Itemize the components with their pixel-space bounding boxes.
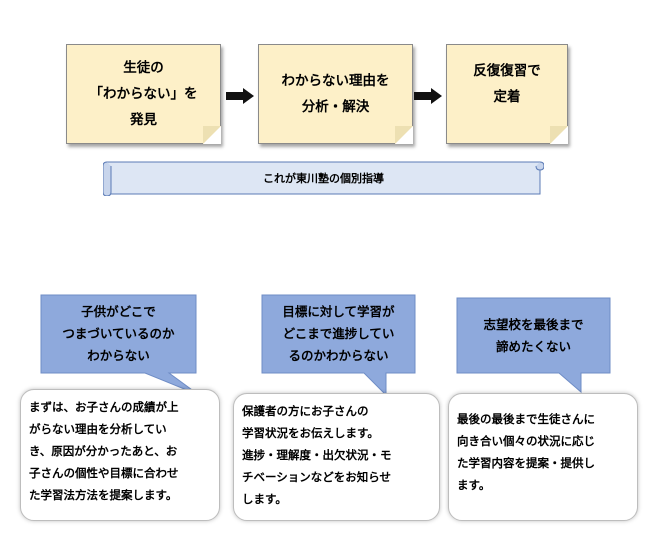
- page-fold-icon: [395, 126, 413, 144]
- flow-step-discover-line-2: 「わからない」を: [89, 86, 198, 102]
- problem-2-title-line-2: どこまで進捗してい: [282, 326, 395, 341]
- problem-callout-2: 目標に対して学習が どこまで進捗してい るのかわからない: [261, 294, 416, 397]
- flow-step-review-line-1: 反復復習で: [473, 63, 541, 79]
- problem-1-title-line-3: わからない: [87, 348, 150, 363]
- flow-step-discover-line-1: 生徒の: [123, 60, 164, 76]
- solution-2-line-1: 保護者の方にお子さんの: [242, 404, 369, 418]
- flow-step-review: 反復復習で 定着: [446, 44, 568, 144]
- callout-shape-2: [261, 294, 416, 397]
- flow-step-analyze-line-2: 分析・解決: [301, 99, 370, 115]
- page-fold-icon: [203, 126, 221, 144]
- flow-arrow-1: [226, 88, 254, 104]
- solution-1-line-4: 子さんの個性や目標に合わせ: [29, 466, 179, 480]
- flow-step-review-line-2: 定着: [493, 89, 521, 105]
- problem-1-title-line-2: つまづいているのか: [62, 326, 175, 341]
- solution-1-line-3: き、原因が分かったあと、お: [29, 444, 178, 458]
- solution-1-line-5: た学習法方法を提案します。: [29, 488, 178, 502]
- solution-card-2: 保護者の方にお子さんの 学習状況をお伝えします。 進捗・理解度・出欠状況・モ チ…: [233, 393, 440, 521]
- solution-2-line-3: 進捗・理解度・出欠状況・モ: [242, 448, 392, 462]
- flow-step-discover-line-3: 発見: [130, 112, 157, 128]
- solution-card-1: まずは、お子さんの成績が上 がらない理由を分析してい き、原因が分かったあと、お…: [20, 389, 220, 521]
- problem-2-title-line-3: るのかわからない: [288, 348, 389, 363]
- banner-scroll: これが東川塾の個別指導: [103, 160, 544, 196]
- solution-1-line-2: がらない理由を分析してい: [29, 422, 167, 436]
- solution-3-line-3: た学習内容を提案・提供し: [457, 456, 595, 470]
- solution-3-line-4: ます。: [457, 478, 491, 492]
- page-fold-icon: [550, 126, 568, 144]
- flow-step-discover: 生徒の 「わからない」を 発見: [66, 44, 221, 144]
- solution-2-line-4: チベーションなどをお知らせ: [242, 470, 392, 484]
- solution-card-3: 最後の最後まで生徒さんに 向き合い個々の状況に応じ た学習内容を提案・提供し ま…: [448, 393, 638, 521]
- callout-shape-1: [40, 294, 200, 396]
- callout-shape-3: [456, 297, 611, 394]
- solution-1-line-1: まずは、お子さんの成績が上: [29, 400, 179, 414]
- solution-3-line-1: 最後の最後まで生徒さんに: [457, 412, 595, 426]
- problem-1-title-line-1: 子供がどこで: [81, 304, 156, 319]
- solution-2-line-5: します。: [242, 492, 287, 506]
- problem-3-title-line-1: 志望校を最後まで: [483, 317, 584, 332]
- solution-3-line-2: 向き合い個々の状況に応じ: [457, 434, 595, 448]
- flow-arrow-2: [414, 88, 442, 104]
- flow-step-analyze-line-1: わからない理由を: [281, 73, 390, 89]
- problem-2-title-line-1: 目標に対して学習が: [282, 304, 395, 319]
- banner-text: これが東川塾の個別指導: [263, 172, 384, 185]
- problem-callout-1: 子供がどこで つまづいているのか わからない: [40, 294, 200, 396]
- problem-callout-3: 志望校を最後まで 諦めたくない: [456, 297, 611, 394]
- scroll-shape: [103, 161, 544, 196]
- problem-3-title-line-2: 諦めたくない: [495, 339, 571, 354]
- flow-step-analyze: わからない理由を 分析・解決: [258, 44, 413, 144]
- solution-2-line-2: 学習状況をお伝えします。: [242, 426, 379, 440]
